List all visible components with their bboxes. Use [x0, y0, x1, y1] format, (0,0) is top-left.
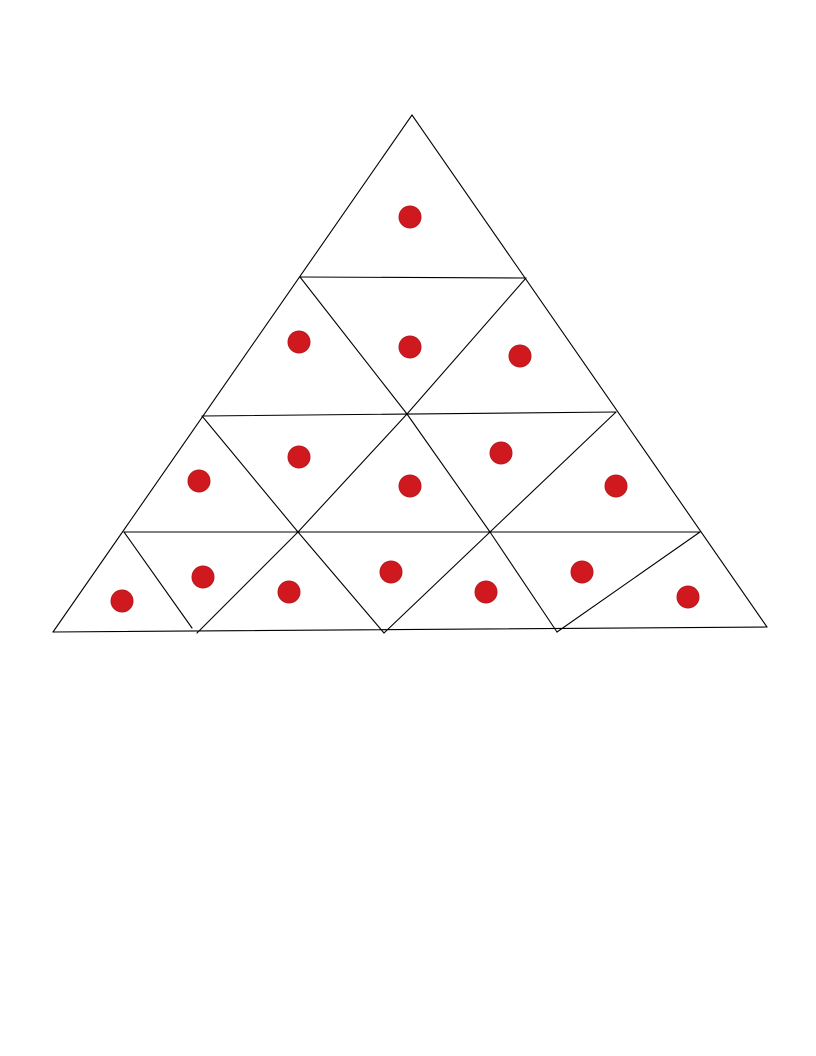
dot-r4-1 — [110, 589, 134, 613]
row-line-2 — [201, 411, 617, 417]
outer-right-edge — [411, 114, 768, 628]
diagonal-r4-a — [123, 531, 193, 629]
diagonal-r2-a — [299, 276, 408, 415]
dot-r3-1 — [187, 469, 211, 493]
triangle-edges — [52, 114, 768, 634]
dot-r3-2 — [287, 445, 311, 469]
diagonal-r3-d — [489, 411, 617, 533]
outer-left-edge — [52, 114, 413, 633]
outer-base-edge — [52, 626, 768, 633]
dot-r4-7 — [676, 585, 700, 609]
diagonal-r4-c — [297, 531, 385, 634]
dot-r1-1 — [398, 205, 422, 229]
dot-r3-3 — [398, 474, 422, 498]
dot-r4-4 — [379, 560, 403, 584]
diagonal-r4-e — [489, 531, 558, 633]
diagonal-r3-c — [406, 413, 491, 533]
dot-r2-3 — [508, 344, 532, 368]
dot-r4-6 — [570, 560, 594, 584]
dots-layer — [110, 205, 700, 613]
dot-r4-3 — [277, 580, 301, 604]
dot-r4-5 — [474, 580, 498, 604]
diagonal-r4-d — [383, 531, 491, 634]
diagonal-r4-f — [556, 531, 701, 633]
row-line-1 — [299, 276, 527, 279]
diagonal-r2-b — [406, 277, 527, 415]
diagonal-r3-b — [297, 413, 408, 533]
dot-r2-2 — [398, 335, 422, 359]
dot-r3-4 — [489, 441, 513, 465]
dot-r3-5 — [604, 474, 628, 498]
diagonal-r3-a — [201, 415, 299, 533]
dot-r4-2 — [191, 565, 215, 589]
diagonal-r4-b — [196, 531, 299, 634]
dot-r2-1 — [287, 330, 311, 354]
